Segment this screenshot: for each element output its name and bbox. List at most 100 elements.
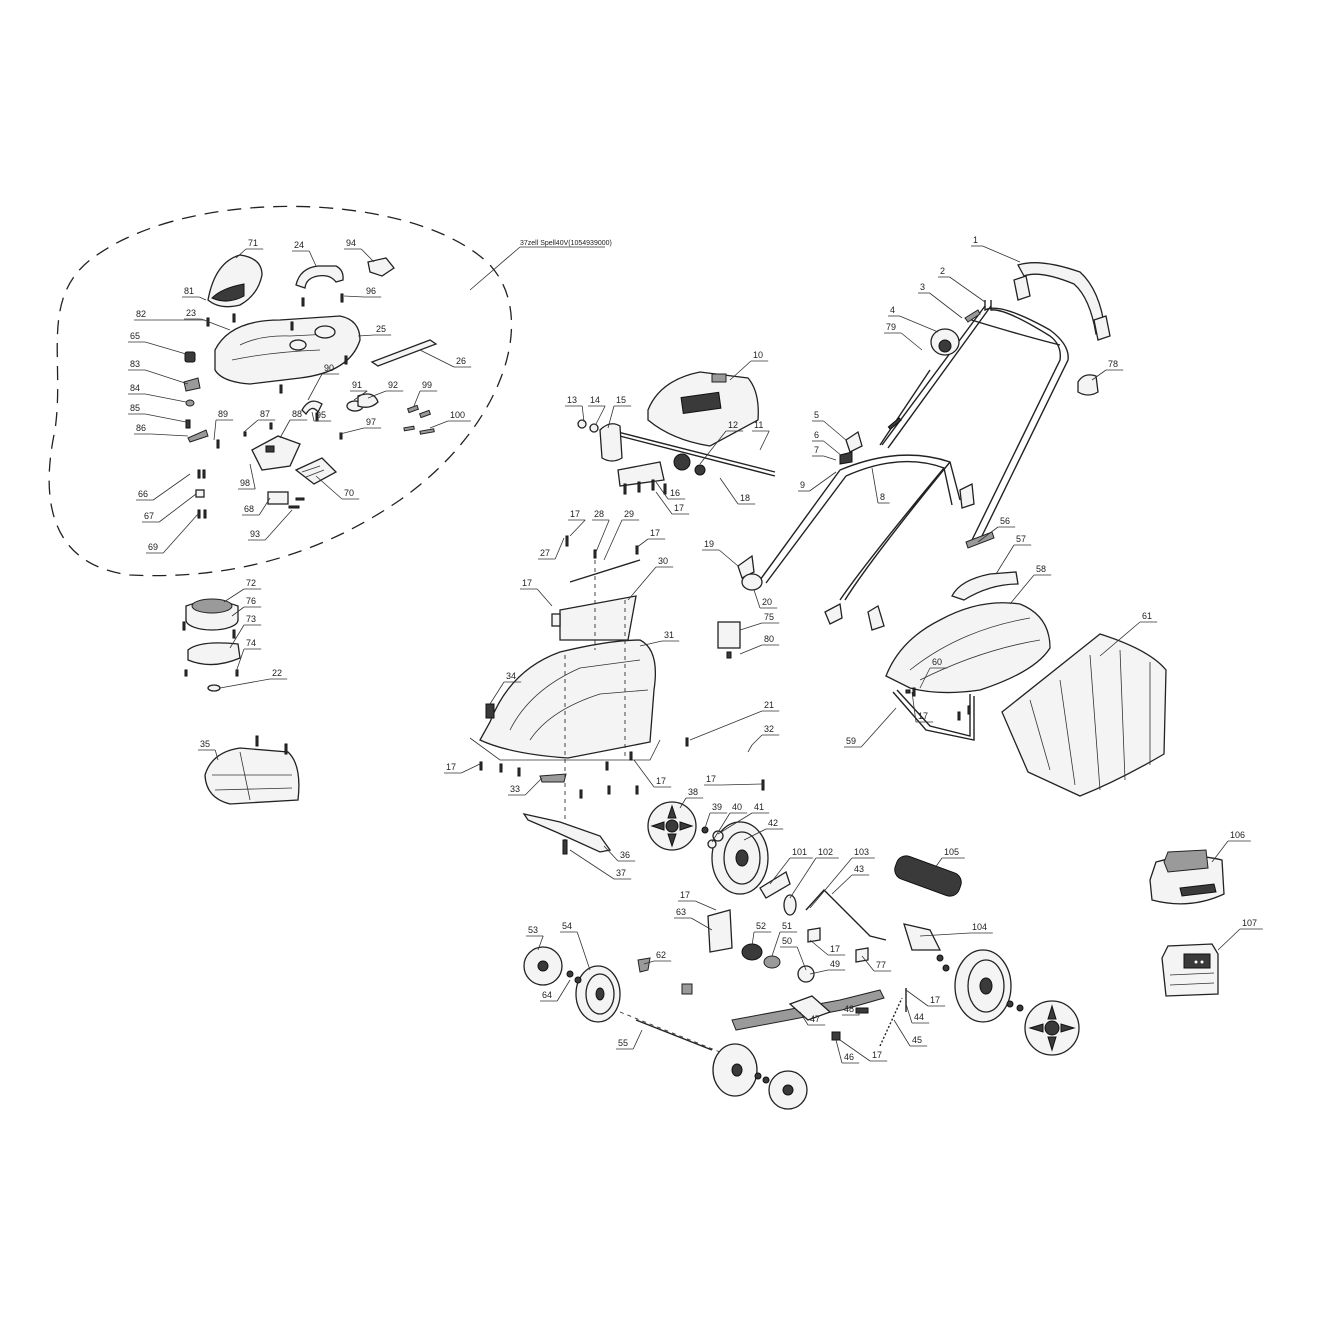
part-callout-c28: 28 — [594, 509, 604, 519]
wheel-parts — [523, 801, 1080, 1110]
part-callout-c17h: 17 — [918, 711, 928, 721]
left-hubcap-part — [523, 946, 563, 986]
part-callout-c11: 11 — [754, 420, 763, 430]
part-callout-c22: 22 — [272, 668, 282, 678]
part-callout-c102: 102 — [818, 847, 833, 857]
motor-assembly-parts — [182, 598, 300, 805]
part-callout-c73: 73 — [246, 614, 256, 624]
part-callout-c32: 32 — [764, 724, 774, 734]
part-callout-c65: 65 — [130, 331, 140, 341]
part-callout-c90: 90 — [324, 363, 334, 373]
front-right-wheel-part — [954, 949, 1012, 1023]
kit-part-number-label: 37zell Spell40V(1054939000) — [520, 240, 612, 247]
part-callout-c55: 55 — [618, 1038, 628, 1048]
battery-part — [1161, 943, 1219, 997]
fan-cover-part — [204, 747, 300, 805]
part-callout-c57: 57 — [1016, 534, 1026, 544]
part-callout-c101: 101 — [792, 847, 807, 857]
part-callout-c69: 69 — [148, 542, 158, 552]
part-callout-c17a: 17 — [674, 503, 684, 513]
part-callout-c106: 106 — [1230, 830, 1245, 840]
part-callout-c105: 105 — [944, 847, 959, 857]
part-callout-c96: 96 — [366, 286, 376, 296]
part-callout-c18: 18 — [740, 493, 750, 503]
part-callout-c39: 39 — [712, 802, 722, 812]
part-callout-c48: 48 — [844, 1004, 854, 1014]
part-callout-c47: 47 — [810, 1014, 820, 1024]
part-callout-c91: 91 — [352, 380, 362, 390]
part-callout-c41: 41 — [754, 802, 764, 812]
part-callout-c20: 20 — [762, 597, 772, 607]
part-callout-c27: 27 — [540, 548, 550, 558]
part-callout-c89: 89 — [218, 409, 228, 419]
guide-bar-part — [370, 339, 438, 367]
part-callout-c9: 9 — [800, 480, 805, 490]
front-right-hubcap-part — [1024, 1000, 1080, 1056]
part-callout-c29: 29 — [624, 509, 634, 519]
part-callout-c70: 70 — [344, 488, 354, 498]
carry-handle-part — [295, 265, 344, 289]
part-callout-c80: 80 — [764, 634, 774, 644]
subkit-parts — [183, 254, 438, 519]
part-callout-c17f: 17 — [656, 776, 666, 786]
part-callout-c49: 49 — [830, 959, 840, 969]
part-callout-c93: 93 — [250, 529, 260, 539]
part-callout-c98: 98 — [240, 478, 250, 488]
part-callout-c51: 51 — [782, 921, 792, 931]
part-callout-c87: 87 — [260, 409, 270, 419]
handle-grip-part — [1017, 262, 1106, 335]
part-callout-c63: 63 — [676, 907, 686, 917]
part-callout-c7: 7 — [814, 445, 819, 455]
part-callout-c14: 14 — [590, 395, 600, 405]
part-callout-c2: 2 — [940, 266, 945, 276]
part-callout-c1: 1 — [973, 235, 978, 245]
part-callout-c17j: 17 — [830, 944, 840, 954]
charger-part — [1149, 849, 1225, 905]
part-callout-c75: 75 — [764, 612, 774, 622]
part-callout-c58: 58 — [1036, 564, 1046, 574]
part-callout-c83: 83 — [130, 359, 140, 369]
part-callout-c17l: 17 — [872, 1050, 882, 1060]
part-callout-c44: 44 — [914, 1012, 924, 1022]
axle-part — [635, 1019, 713, 1051]
subassembly-boundary: 37zell Spell40V(1054939000) — [48, 205, 612, 577]
part-callout-c17c: 17 — [650, 528, 660, 538]
power-parts — [1149, 849, 1225, 997]
part-callout-c17e: 17 — [446, 762, 456, 772]
part-callout-c21: 21 — [764, 700, 774, 710]
part-callout-c17b: 17 — [570, 509, 580, 519]
part-callout-c38: 38 — [688, 787, 698, 797]
part-callout-c72: 72 — [246, 578, 256, 588]
part-callout-c95: 95 — [316, 410, 326, 420]
housing-parts — [469, 371, 776, 855]
part-callout-c103: 103 — [854, 847, 869, 857]
part-callout-c53: 53 — [528, 925, 538, 935]
part-callout-c50: 50 — [782, 936, 792, 946]
part-callout-c74: 74 — [246, 638, 256, 648]
clip-part — [367, 257, 395, 277]
part-callout-c15: 15 — [616, 395, 626, 405]
grass-bag-part — [1001, 633, 1167, 797]
part-callout-c5: 5 — [814, 410, 819, 420]
grass-box-lid-part — [885, 602, 1051, 694]
front-left-hubcap-part — [768, 1070, 808, 1110]
part-callout-c30: 30 — [658, 556, 668, 566]
part-callout-c99: 99 — [422, 380, 432, 390]
part-callout-c25: 25 — [376, 324, 386, 334]
part-callout-c36: 36 — [620, 850, 630, 860]
part-callout-c37: 37 — [616, 868, 626, 878]
left-rear-wheel-part — [575, 965, 621, 1023]
part-callout-c35: 35 — [200, 739, 210, 749]
part-callout-c59: 59 — [846, 736, 856, 746]
circuit-board-part — [251, 435, 301, 471]
part-callout-c17k: 17 — [930, 995, 940, 1005]
part-callout-c86: 86 — [136, 423, 146, 433]
grass-box-parts — [885, 531, 1167, 797]
part-callout-c88: 88 — [292, 409, 302, 419]
part-callout-c17g: 17 — [706, 774, 716, 784]
part-callout-c71: 71 — [248, 238, 258, 248]
part-callout-c10: 10 — [753, 350, 763, 360]
part-callout-c94: 94 — [346, 238, 356, 248]
